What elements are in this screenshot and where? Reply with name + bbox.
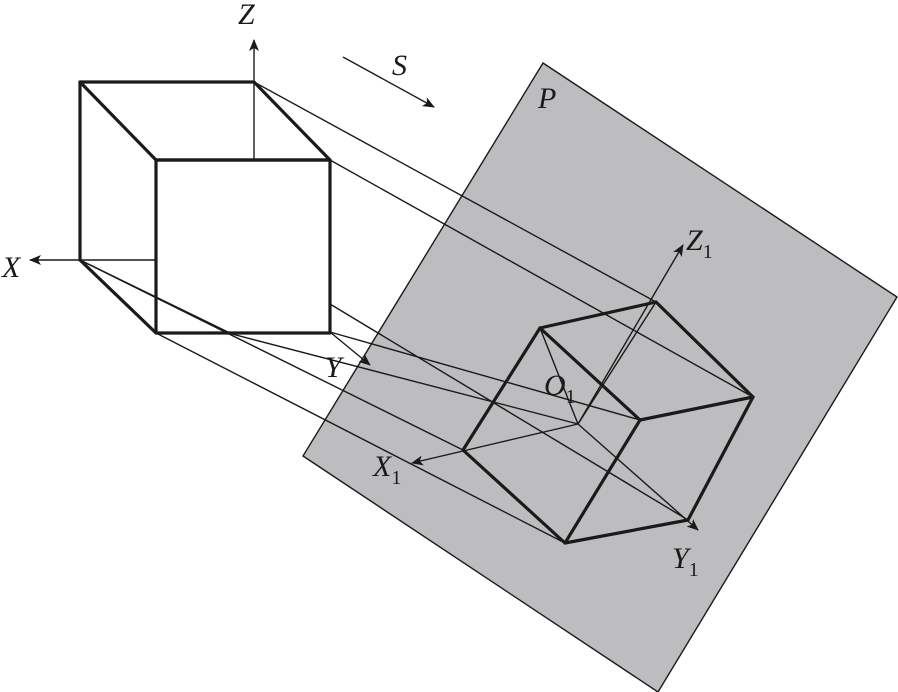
projected-axes [411,244,699,531]
ray-top-front [329,159,754,398]
label-s: S [392,49,407,82]
projection-plane-p [302,62,898,692]
ray-origin [231,333,579,425]
projection-direction-arrow [342,56,435,108]
ray-top-back [253,81,657,303]
projected-hidden-edge-1 [539,327,579,425]
projected-inner-edge-1 [538,326,642,422]
label-y: Y [325,351,345,384]
z1-axis-arrow [577,244,684,425]
projected-inner-edge-2 [638,395,755,422]
projected-inner-edge-3 [563,418,642,545]
projected-hidden-edge-2 [577,301,657,425]
label-z: Z [238,0,255,31]
original-axes [29,39,371,366]
label-y1: Y1 [672,542,699,581]
x1-axis-arrow [411,423,579,466]
cube-bottom-left-edge [78,258,158,335]
label-p: P [537,82,556,115]
label-z1: Z1 [686,224,713,263]
ray-front-bottom-left [155,332,566,544]
label-x1: X1 [372,450,401,489]
label-x: X [1,251,22,284]
y1-axis-arrow [577,423,699,531]
ray-front-bottom-right [329,303,689,521]
y-axis-arrow [329,331,371,366]
cube-front-face [154,158,332,335]
original-cube [78,80,332,335]
cube-top-face [78,80,332,162]
label-o1: O1 [544,369,576,408]
